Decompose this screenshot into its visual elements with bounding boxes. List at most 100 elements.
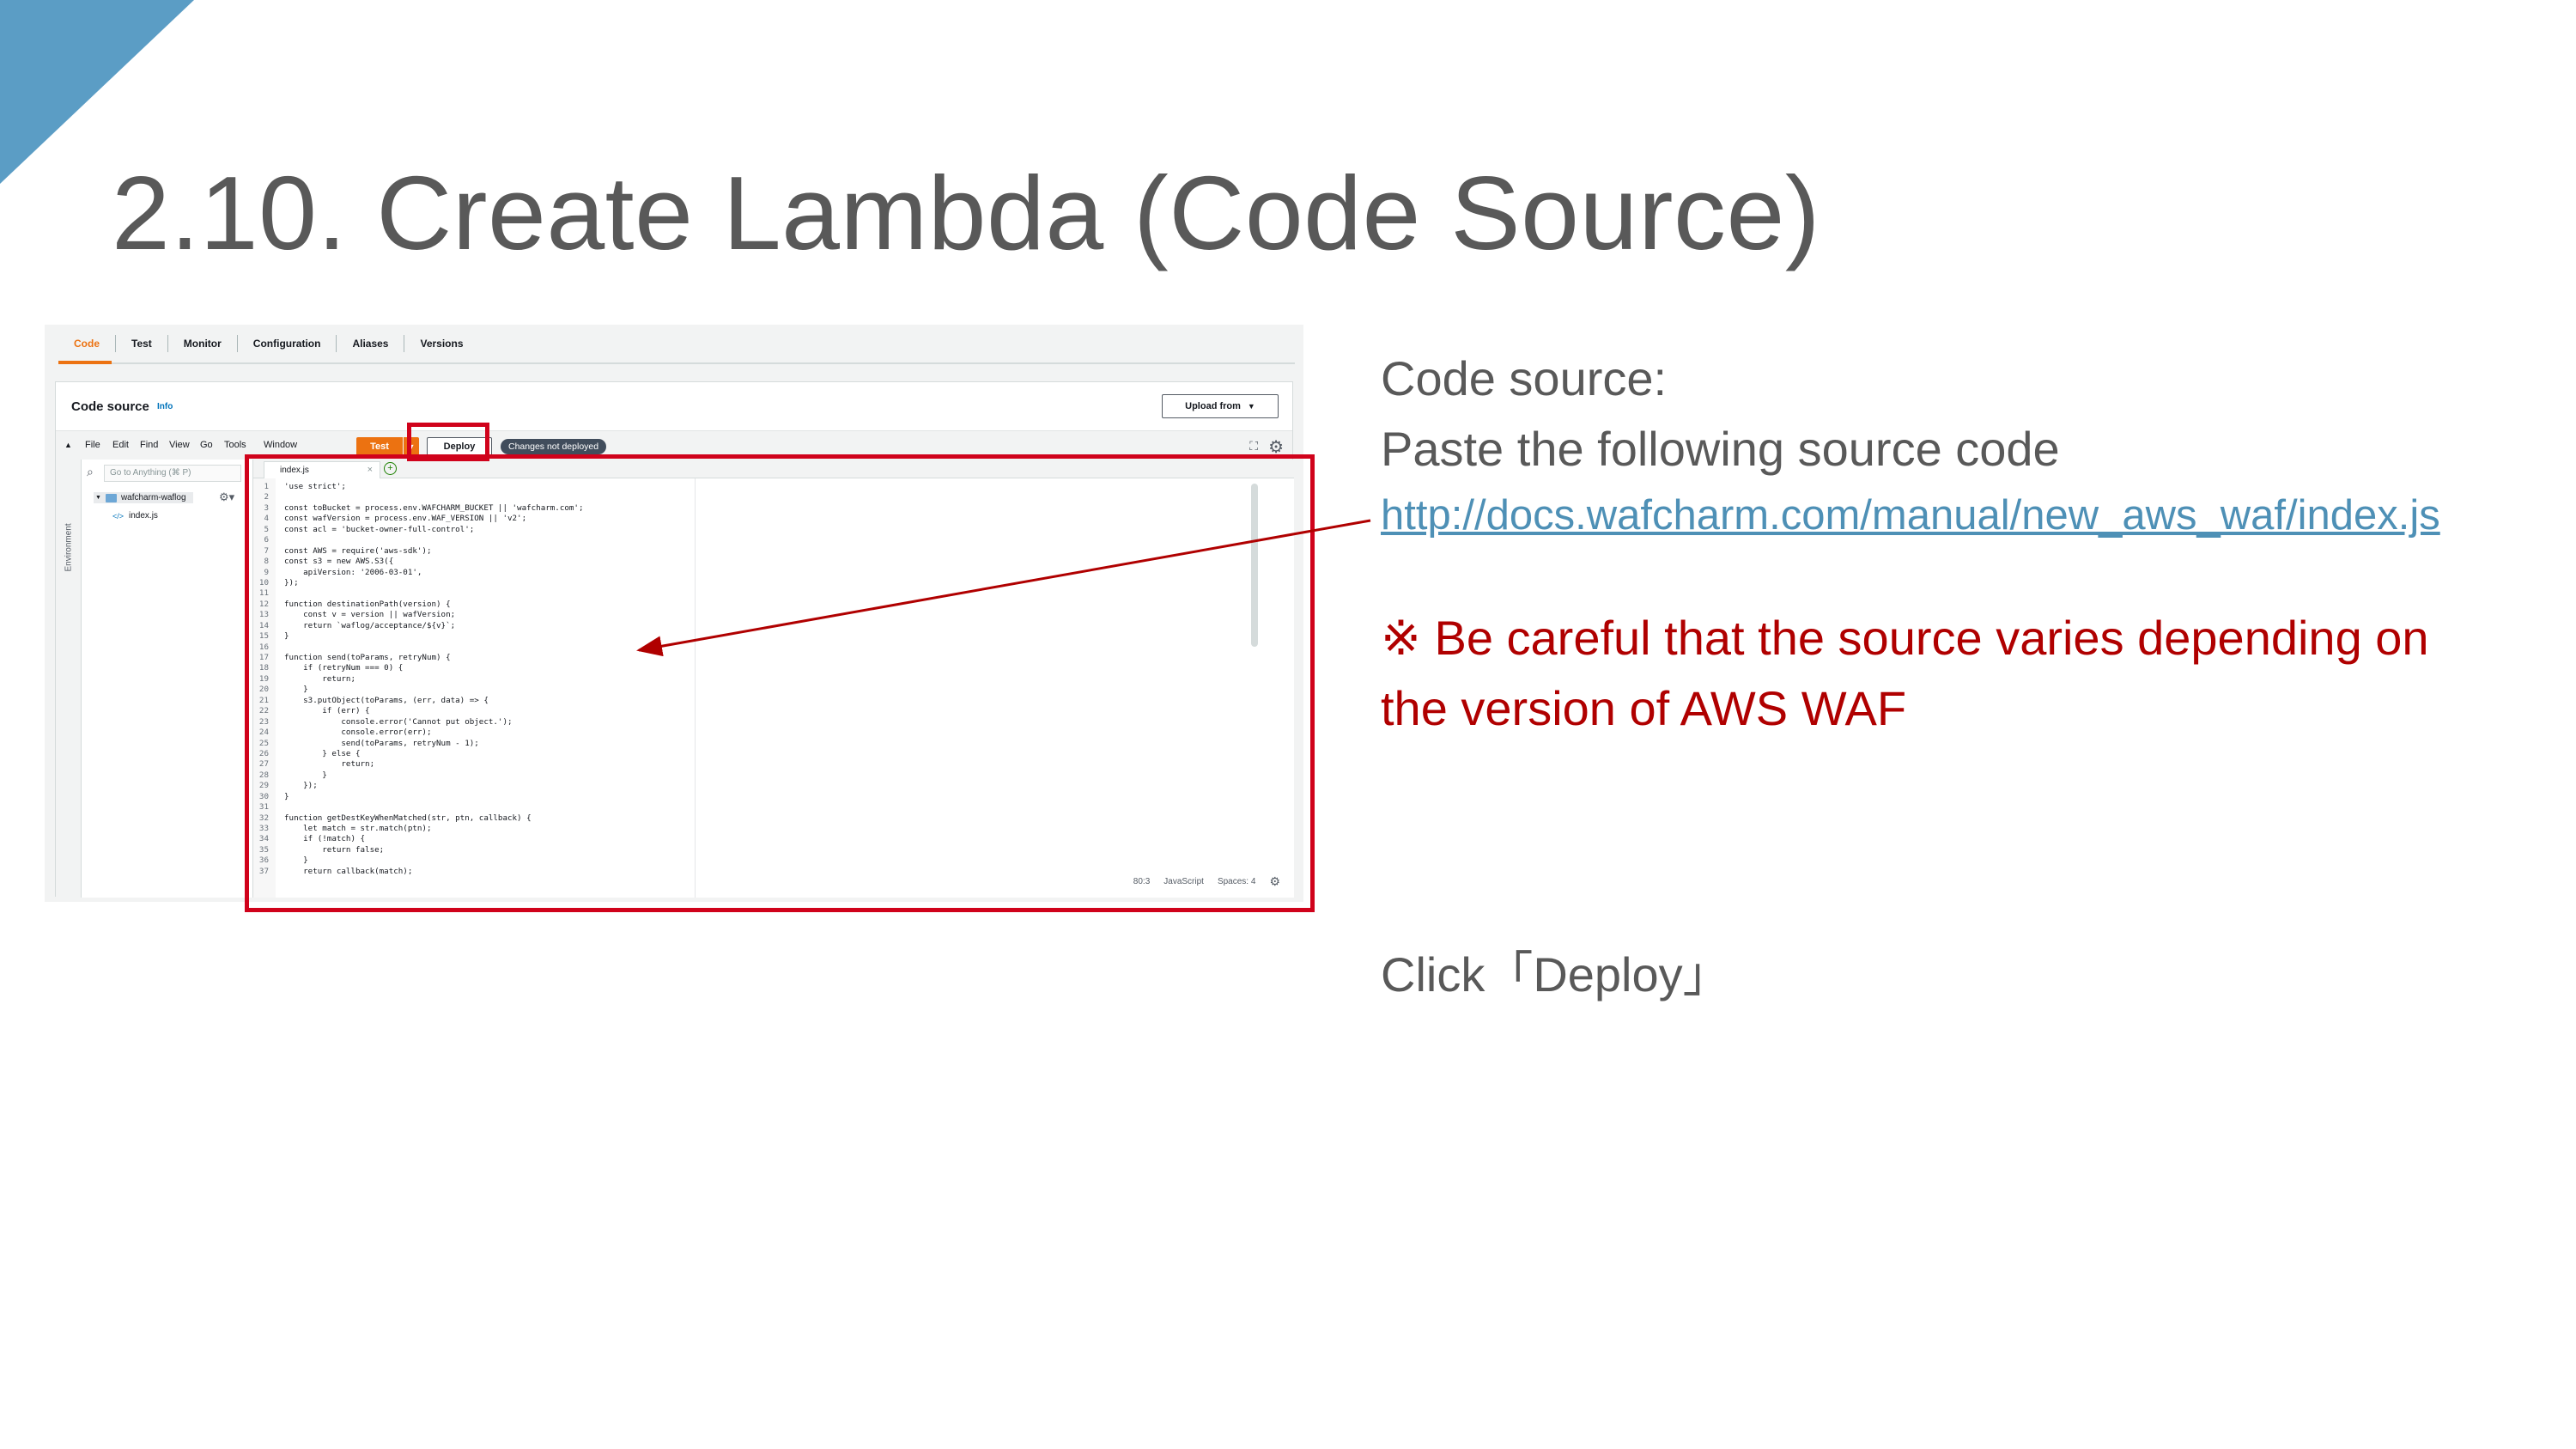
upload-from-button[interactable]: Upload from ▼	[1162, 394, 1279, 418]
language-mode[interactable]: JavaScript	[1163, 877, 1204, 886]
menu-find[interactable]: Find	[140, 440, 159, 450]
code-line[interactable]: 11	[253, 588, 583, 599]
code-line[interactable]: 35 return false;	[253, 845, 583, 855]
code-text: });	[284, 781, 318, 791]
line-number: 25	[258, 738, 269, 748]
fullscreen-icon[interactable]: ⛶	[1249, 439, 1259, 453]
code-line[interactable]: 1'use strict';	[253, 482, 583, 492]
menu-file[interactable]: File	[85, 440, 100, 450]
menu-tools[interactable]: Tools	[224, 440, 246, 450]
line-number: 10	[258, 577, 269, 588]
code-text: }	[284, 770, 327, 780]
tab-code[interactable]: Code	[58, 335, 116, 352]
info-link[interactable]: Info	[157, 402, 173, 411]
code-line[interactable]: 26 } else {	[253, 749, 583, 759]
go-to-anything-input[interactable]: Go to Anything (⌘ P)	[104, 465, 241, 482]
code-line[interactable]: 6	[253, 535, 583, 545]
code-line[interactable]: 21 s3.putObject(toParams, (err, data) =>…	[253, 696, 583, 706]
expand-icon[interactable]: ▼	[95, 495, 101, 501]
line-number: 32	[258, 813, 269, 823]
editor-tab-label: index.js	[280, 466, 309, 475]
tab-versions[interactable]: Versions	[420, 338, 464, 350]
code-line[interactable]: 37 return callback(match);	[253, 867, 583, 877]
line-number: 29	[258, 781, 269, 791]
editor-settings-icon[interactable]: ⚙	[1269, 874, 1280, 888]
function-tabs: Code Test Monitor Configuration Aliases …	[58, 325, 1295, 364]
code-text: const acl = 'bucket-owner-full-control';	[284, 524, 475, 534]
console-screenshot: Code Test Monitor Configuration Aliases …	[45, 325, 1303, 902]
indent-setting[interactable]: Spaces: 4	[1217, 877, 1256, 886]
menu-window[interactable]: Window	[264, 440, 298, 450]
active-tab-indicator	[58, 361, 112, 364]
collapse-icon[interactable]: ▲	[64, 441, 72, 449]
tab-configuration[interactable]: Configuration	[238, 335, 337, 352]
code-line[interactable]: 34 if (!match) {	[253, 834, 583, 844]
code-text: if (!match) {	[284, 834, 366, 844]
menu-view[interactable]: View	[169, 440, 190, 450]
folder-name: wafcharm-waflog	[120, 493, 186, 502]
caret-down-icon: ▼	[1247, 402, 1255, 411]
editor-scrollbar[interactable]	[1251, 484, 1258, 647]
code-text: return;	[284, 759, 375, 770]
code-line[interactable]: 9 apiVersion: '2006-03-01',	[253, 568, 583, 578]
code-line[interactable]: 18 if (retryNum === 0) {	[253, 663, 583, 673]
line-number: 35	[258, 844, 269, 855]
gear-icon[interactable]: ⚙	[1268, 438, 1284, 457]
tab-monitor[interactable]: Monitor	[168, 335, 238, 352]
code-line[interactable]: 31	[253, 802, 583, 813]
code-text: console.error('Cannot put object.');	[284, 716, 513, 727]
line-number: 2	[264, 492, 269, 502]
line-number: 31	[258, 802, 269, 813]
code-line[interactable]: 2	[253, 492, 583, 502]
toolbar-icons: ⛶ ⚙	[1249, 436, 1284, 458]
code-line[interactable]: 33 let match = str.match(ptn);	[253, 824, 583, 834]
code-line[interactable]: 13 const v = version || wafVersion;	[253, 610, 583, 620]
upload-from-label: Upload from	[1185, 401, 1241, 411]
code-line[interactable]: 15}	[253, 631, 583, 642]
code-line[interactable]: 24 console.error(err);	[253, 728, 583, 738]
code-line[interactable]: 27 return;	[253, 759, 583, 770]
code-line[interactable]: 16	[253, 642, 583, 653]
file-item[interactable]: </> index.js	[112, 511, 158, 521]
test-button[interactable]: Test	[356, 437, 403, 456]
tab-test[interactable]: Test	[116, 335, 168, 352]
code-text: return;	[284, 673, 355, 684]
tab-aliases[interactable]: Aliases	[337, 335, 405, 352]
line-number: 1	[264, 482, 269, 491]
code-line[interactable]: 19 return;	[253, 674, 583, 685]
menu-edit[interactable]: Edit	[112, 440, 129, 450]
line-number: 24	[258, 728, 269, 738]
code-line[interactable]: 10});	[253, 578, 583, 588]
file-tree: ⌕ Go to Anything (⌘ P) ▼ wafcharm-waflog…	[82, 460, 253, 898]
source-url-link[interactable]: http://docs.wafcharm.com/manual/new_aws_…	[1381, 492, 2440, 539]
code-line[interactable]: 22 if (err) {	[253, 706, 583, 716]
menu-go[interactable]: Go	[200, 440, 213, 450]
code-line[interactable]: 36 }	[253, 855, 583, 866]
code-line[interactable]: 28 }	[253, 770, 583, 781]
code-text: s3.putObject(toParams, (err, data) => {	[284, 695, 489, 705]
editor-tab-index[interactable]: index.js ×	[264, 461, 380, 478]
close-icon[interactable]: ×	[367, 465, 373, 475]
code-line[interactable]: 23 console.error('Cannot put object.');	[253, 717, 583, 728]
changes-not-deployed-badge: Changes not deployed	[501, 439, 607, 454]
add-tab-icon[interactable]: +	[384, 462, 397, 475]
code-line[interactable]: 14 return `waflog/acceptance/${v}`;	[253, 621, 583, 631]
code-line[interactable]: 25 send(toParams, retryNum - 1);	[253, 739, 583, 749]
tree-settings-icon[interactable]: ⚙▾	[219, 490, 235, 503]
code-line[interactable]: 29 });	[253, 781, 583, 791]
code-line[interactable]: 20 }	[253, 685, 583, 695]
code-text: if (err) {	[284, 706, 370, 716]
code-text: if (retryNum === 0) {	[284, 663, 404, 673]
code-line[interactable]: 30}	[253, 792, 583, 802]
folder-item[interactable]: ▼ wafcharm-waflog	[94, 492, 193, 503]
